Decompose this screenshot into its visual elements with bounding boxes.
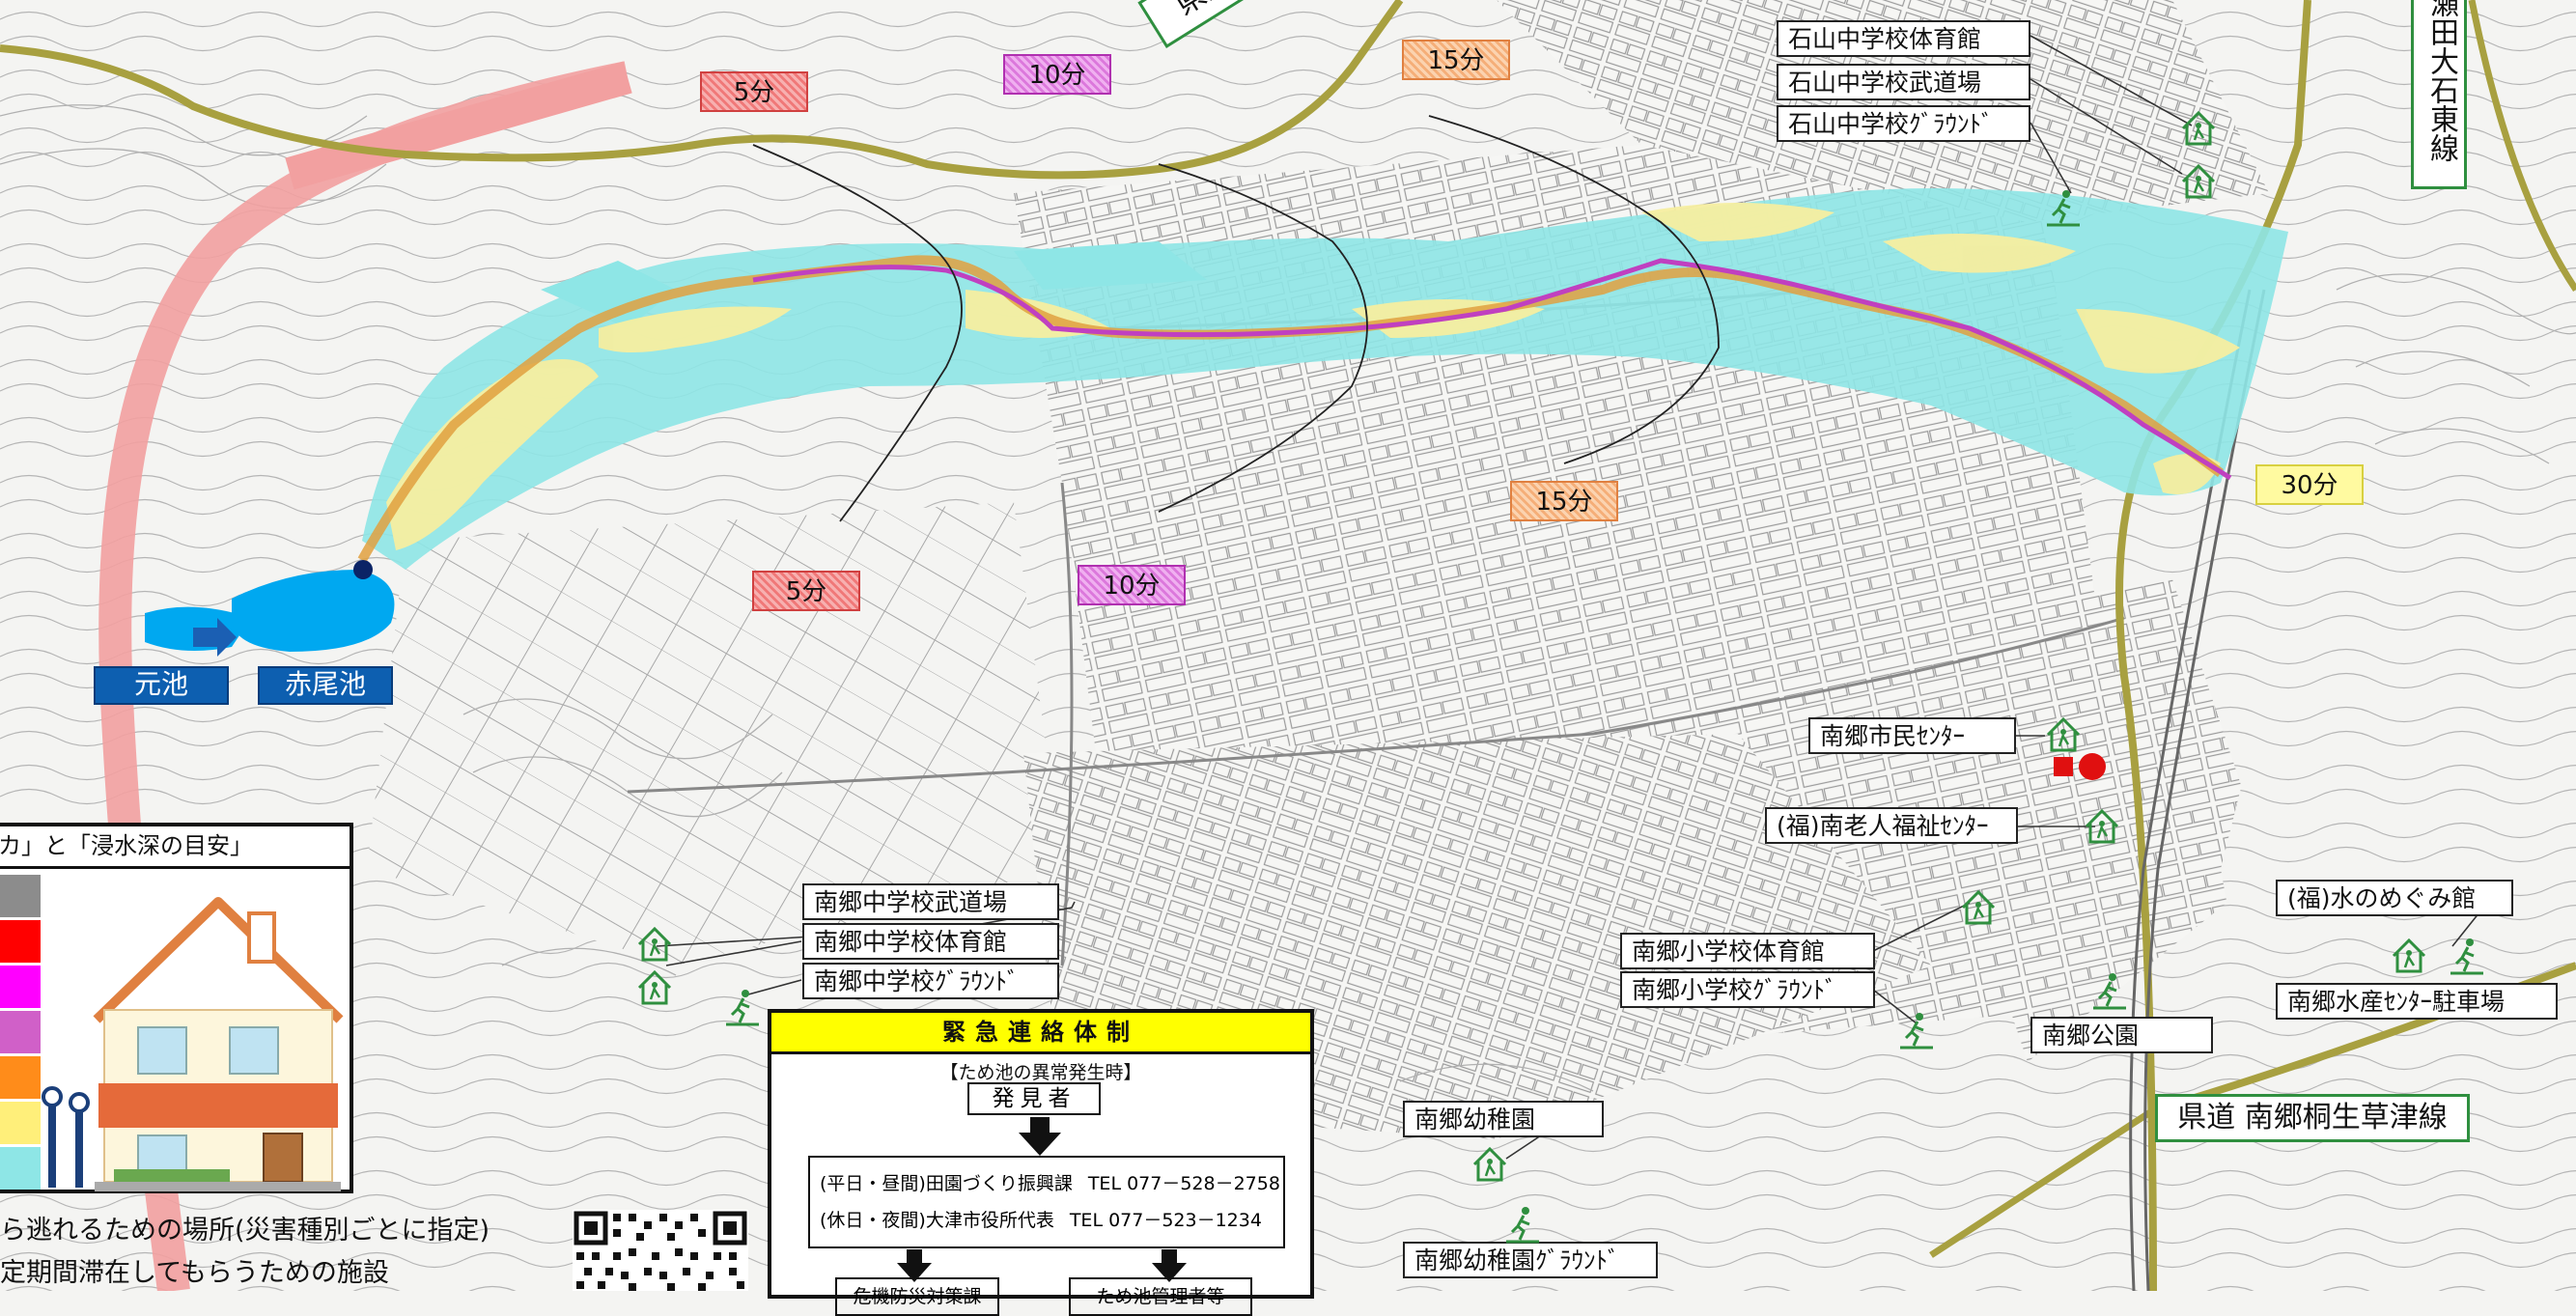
evacuation-site-icon bbox=[1506, 1207, 1539, 1244]
shelter-icon bbox=[2181, 110, 2216, 146]
pond-label-akaoike: 赤尾池 bbox=[258, 666, 393, 705]
legend-note-evac-site: ら逃れるための場所(災害種別ごとに指定) bbox=[0, 1216, 490, 1246]
qr-code[interactable] bbox=[573, 1210, 748, 1291]
legend-swatch bbox=[0, 875, 41, 917]
facility-nango-es-ground: 南郷小学校ｸﾞﾗｳﾝﾄﾞ bbox=[1620, 971, 1875, 1008]
facility-nango-es-gym: 南郷小学校体育館 bbox=[1620, 933, 1875, 969]
facility-nango-park: 南郷公園 bbox=[2030, 1017, 2213, 1053]
shelter-icon bbox=[1472, 1146, 1507, 1182]
legend-swatch bbox=[0, 920, 41, 963]
facility-ishiyama-gym: 石山中学校体育館 bbox=[1777, 20, 2030, 57]
legend-swatch bbox=[0, 1102, 41, 1144]
discoverer-box: 発見者 bbox=[967, 1082, 1101, 1115]
crisis-management-box: 危機防災対策課 bbox=[835, 1277, 999, 1316]
facility-mizunomegumi: (福)水のめぐみ館 bbox=[2276, 880, 2513, 916]
legend-swatch bbox=[0, 1056, 41, 1099]
shelter-icon bbox=[2085, 808, 2119, 844]
time-label-5min-top: 5分 bbox=[700, 71, 808, 112]
time-label-5min-bottom: 5分 bbox=[752, 571, 860, 611]
emergency-title: 緊急連絡体制 bbox=[771, 1013, 1310, 1054]
emergency-contacts: (平日・昼間)田園づくり振興課 TEL 077－528－2758 (休日・夜間)大… bbox=[808, 1156, 1285, 1248]
time-label-15min-bottom: 15分 bbox=[1510, 481, 1618, 521]
shelter-icon bbox=[2181, 163, 2216, 199]
facility-nango-welfare: (福)南老人福祉ｾﾝﾀｰ bbox=[1765, 807, 2018, 844]
facility-nango-jh-ground: 南郷中学校ｸﾞﾗｳﾝﾄﾞ bbox=[802, 963, 1059, 999]
time-label-30min: 30分 bbox=[2255, 464, 2364, 505]
emergency-contact-panel: 緊急連絡体制 【ため池の異常発生時】 発見者 (平日・昼間)田園づくり振興課 TE… bbox=[768, 1009, 1314, 1316]
house-illustration bbox=[93, 897, 344, 1191]
legend-notes: ら逃れるための場所(災害種別ごとに指定) 定期間滞在してもらうための施設 bbox=[0, 1210, 490, 1295]
people-silhouette bbox=[42, 1086, 90, 1188]
road-label-seta-oishi: 瀬田大石東線 bbox=[2411, 0, 2467, 189]
contact-holiday-tel[interactable]: TEL 077－523－1234 bbox=[1069, 1210, 1262, 1231]
arrow-down-icon bbox=[1152, 1249, 1187, 1282]
arrow-down-icon bbox=[897, 1249, 932, 1282]
time-label-10min-bottom: 10分 bbox=[1078, 565, 1186, 605]
legend-swatch bbox=[0, 1011, 41, 1053]
facility-ishiyama-ground: 石山中学校ｸﾞﾗｳﾝﾄﾞ bbox=[1777, 105, 2030, 142]
time-label-10min-top: 10分 bbox=[1003, 54, 1111, 95]
facility-nango-civic: 南郷市民ｾﾝﾀｰ bbox=[1808, 717, 2016, 754]
facility-nango-kinder: 南郷幼稚園 bbox=[1403, 1101, 1604, 1137]
facility-nango-kinder-ground: 南郷幼稚園ｸﾞﾗｳﾝﾄﾞ bbox=[1403, 1242, 1658, 1278]
legend-swatch bbox=[0, 966, 41, 1008]
contact-holiday-label: (休日・夜間)大津市役所代表 bbox=[820, 1210, 1054, 1231]
shelter-icon bbox=[637, 969, 672, 1005]
legend-title: カ」と「浸水深の目安」 bbox=[0, 826, 350, 869]
flood-depth-legend: カ」と「浸水深の目安」 bbox=[0, 823, 353, 1193]
evacuation-site-icon bbox=[2093, 973, 2126, 1010]
evacuation-site-icon bbox=[2047, 190, 2080, 227]
facility-nango-jh-budo: 南郷中学校武道場 bbox=[802, 883, 1059, 920]
road-label-nango-kiryu: 県道 南郷桐生草津線 bbox=[2155, 1094, 2470, 1142]
evacuation-site-icon bbox=[726, 990, 759, 1026]
contact-row-holiday: (休日・夜間)大津市役所代表 TEL 077－523－1234 bbox=[820, 1202, 1274, 1239]
emergency-subtitle: 【ため池の異常発生時】 bbox=[939, 1062, 1142, 1083]
time-label-15min-top: 15分 bbox=[1402, 40, 1510, 80]
facility-suisan-parking: 南郷水産ｾﾝﾀｰ駐車場 bbox=[2276, 983, 2558, 1020]
facility-nango-jh-gym: 南郷中学校体育館 bbox=[802, 923, 1059, 960]
evacuation-site-icon bbox=[1900, 1013, 1933, 1050]
contact-weekday-label: (平日・昼間)田園づくり振興課 bbox=[820, 1173, 1073, 1194]
evacuation-site-icon bbox=[2450, 938, 2483, 975]
arrow-down-icon bbox=[1019, 1117, 1061, 1156]
contact-row-weekday: (平日・昼間)田園づくり振興課 TEL 077－528－2758 bbox=[820, 1165, 1280, 1202]
shelter-icon bbox=[2392, 938, 2426, 973]
pond-label-motoike: 元池 bbox=[94, 666, 229, 705]
facility-ishiyama-budo: 石山中学校武道場 bbox=[1777, 64, 2030, 100]
legend-swatch bbox=[0, 1147, 41, 1190]
contact-weekday-tel[interactable]: TEL 077－528－2758 bbox=[1087, 1173, 1280, 1194]
shelter-icon bbox=[1961, 889, 1996, 925]
pond-manager-box: ため池管理者等 bbox=[1069, 1277, 1252, 1316]
shelter-icon bbox=[2046, 716, 2081, 752]
legend-note-shelter: 定期間滞在してもらうための施設 bbox=[0, 1258, 389, 1288]
shelter-icon bbox=[637, 926, 672, 962]
